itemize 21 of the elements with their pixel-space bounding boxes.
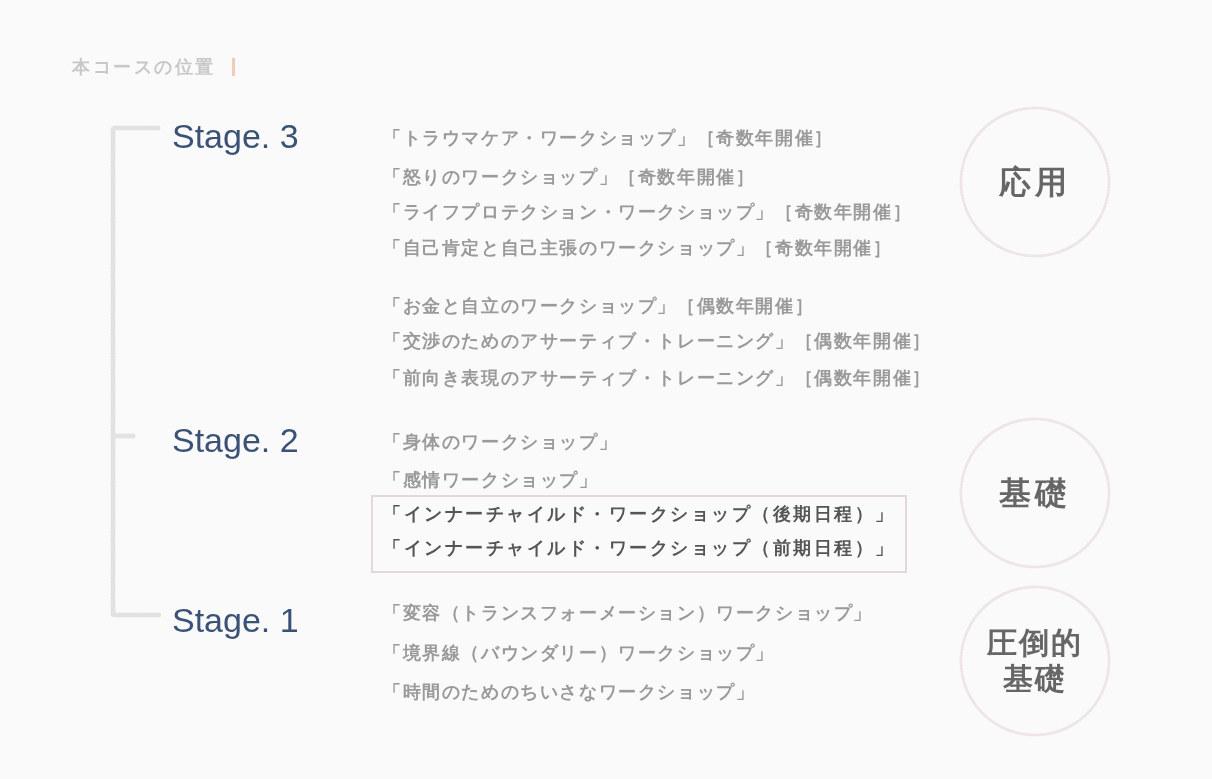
highlight-frame (371, 495, 907, 573)
workshop-title: 「身体のワークショップ」 (383, 430, 619, 454)
workshop-title: 「変容（トランスフォーメーション）ワークショップ」 (383, 601, 873, 625)
workshop-title: 「トラウマケア・ワークショップ」［奇数年開催］ (383, 126, 834, 150)
level-label: 圧倒的基礎 (986, 625, 1084, 697)
workshop-title: 「前向き表現のアサーティブ・トレーニング」［偶数年開催］ (383, 366, 932, 390)
workshop-title: 「インナーチャイルド・ワークショップ（後期日程）」 (383, 502, 896, 526)
level-label: 基礎 (999, 473, 1071, 513)
workshop-title: 「時間のためのちいさなワークショップ」 (383, 680, 756, 704)
workshop-title: 「お金と自立のワークショップ」［偶数年開催］ (383, 294, 815, 318)
workshop-title: 「自己肯定と自己主張のワークショップ」［奇数年開催］ (383, 236, 893, 260)
stage-heading: Stage. 3 (172, 116, 299, 156)
workshop-title: 「怒りのワークショップ」［奇数年開催］ (383, 165, 756, 189)
workshop-title: 「インナーチャイルド・ワークショップ（前期日程）」 (383, 536, 896, 560)
workshop-title: 「交渉のためのアサーティブ・トレーニング」［偶数年開催］ (383, 329, 932, 353)
level-label: 応用 (999, 162, 1071, 202)
workshop-title: 「ライフプロテクション・ワークショップ」［奇数年開催］ (383, 200, 913, 224)
stage-heading: Stage. 1 (172, 600, 299, 640)
stage-heading: Stage. 2 (172, 420, 299, 460)
workshop-title: 「感情ワークショップ」 (383, 468, 599, 492)
workshop-title: 「境界線（バウンダリー）ワークショップ」 (383, 641, 775, 665)
